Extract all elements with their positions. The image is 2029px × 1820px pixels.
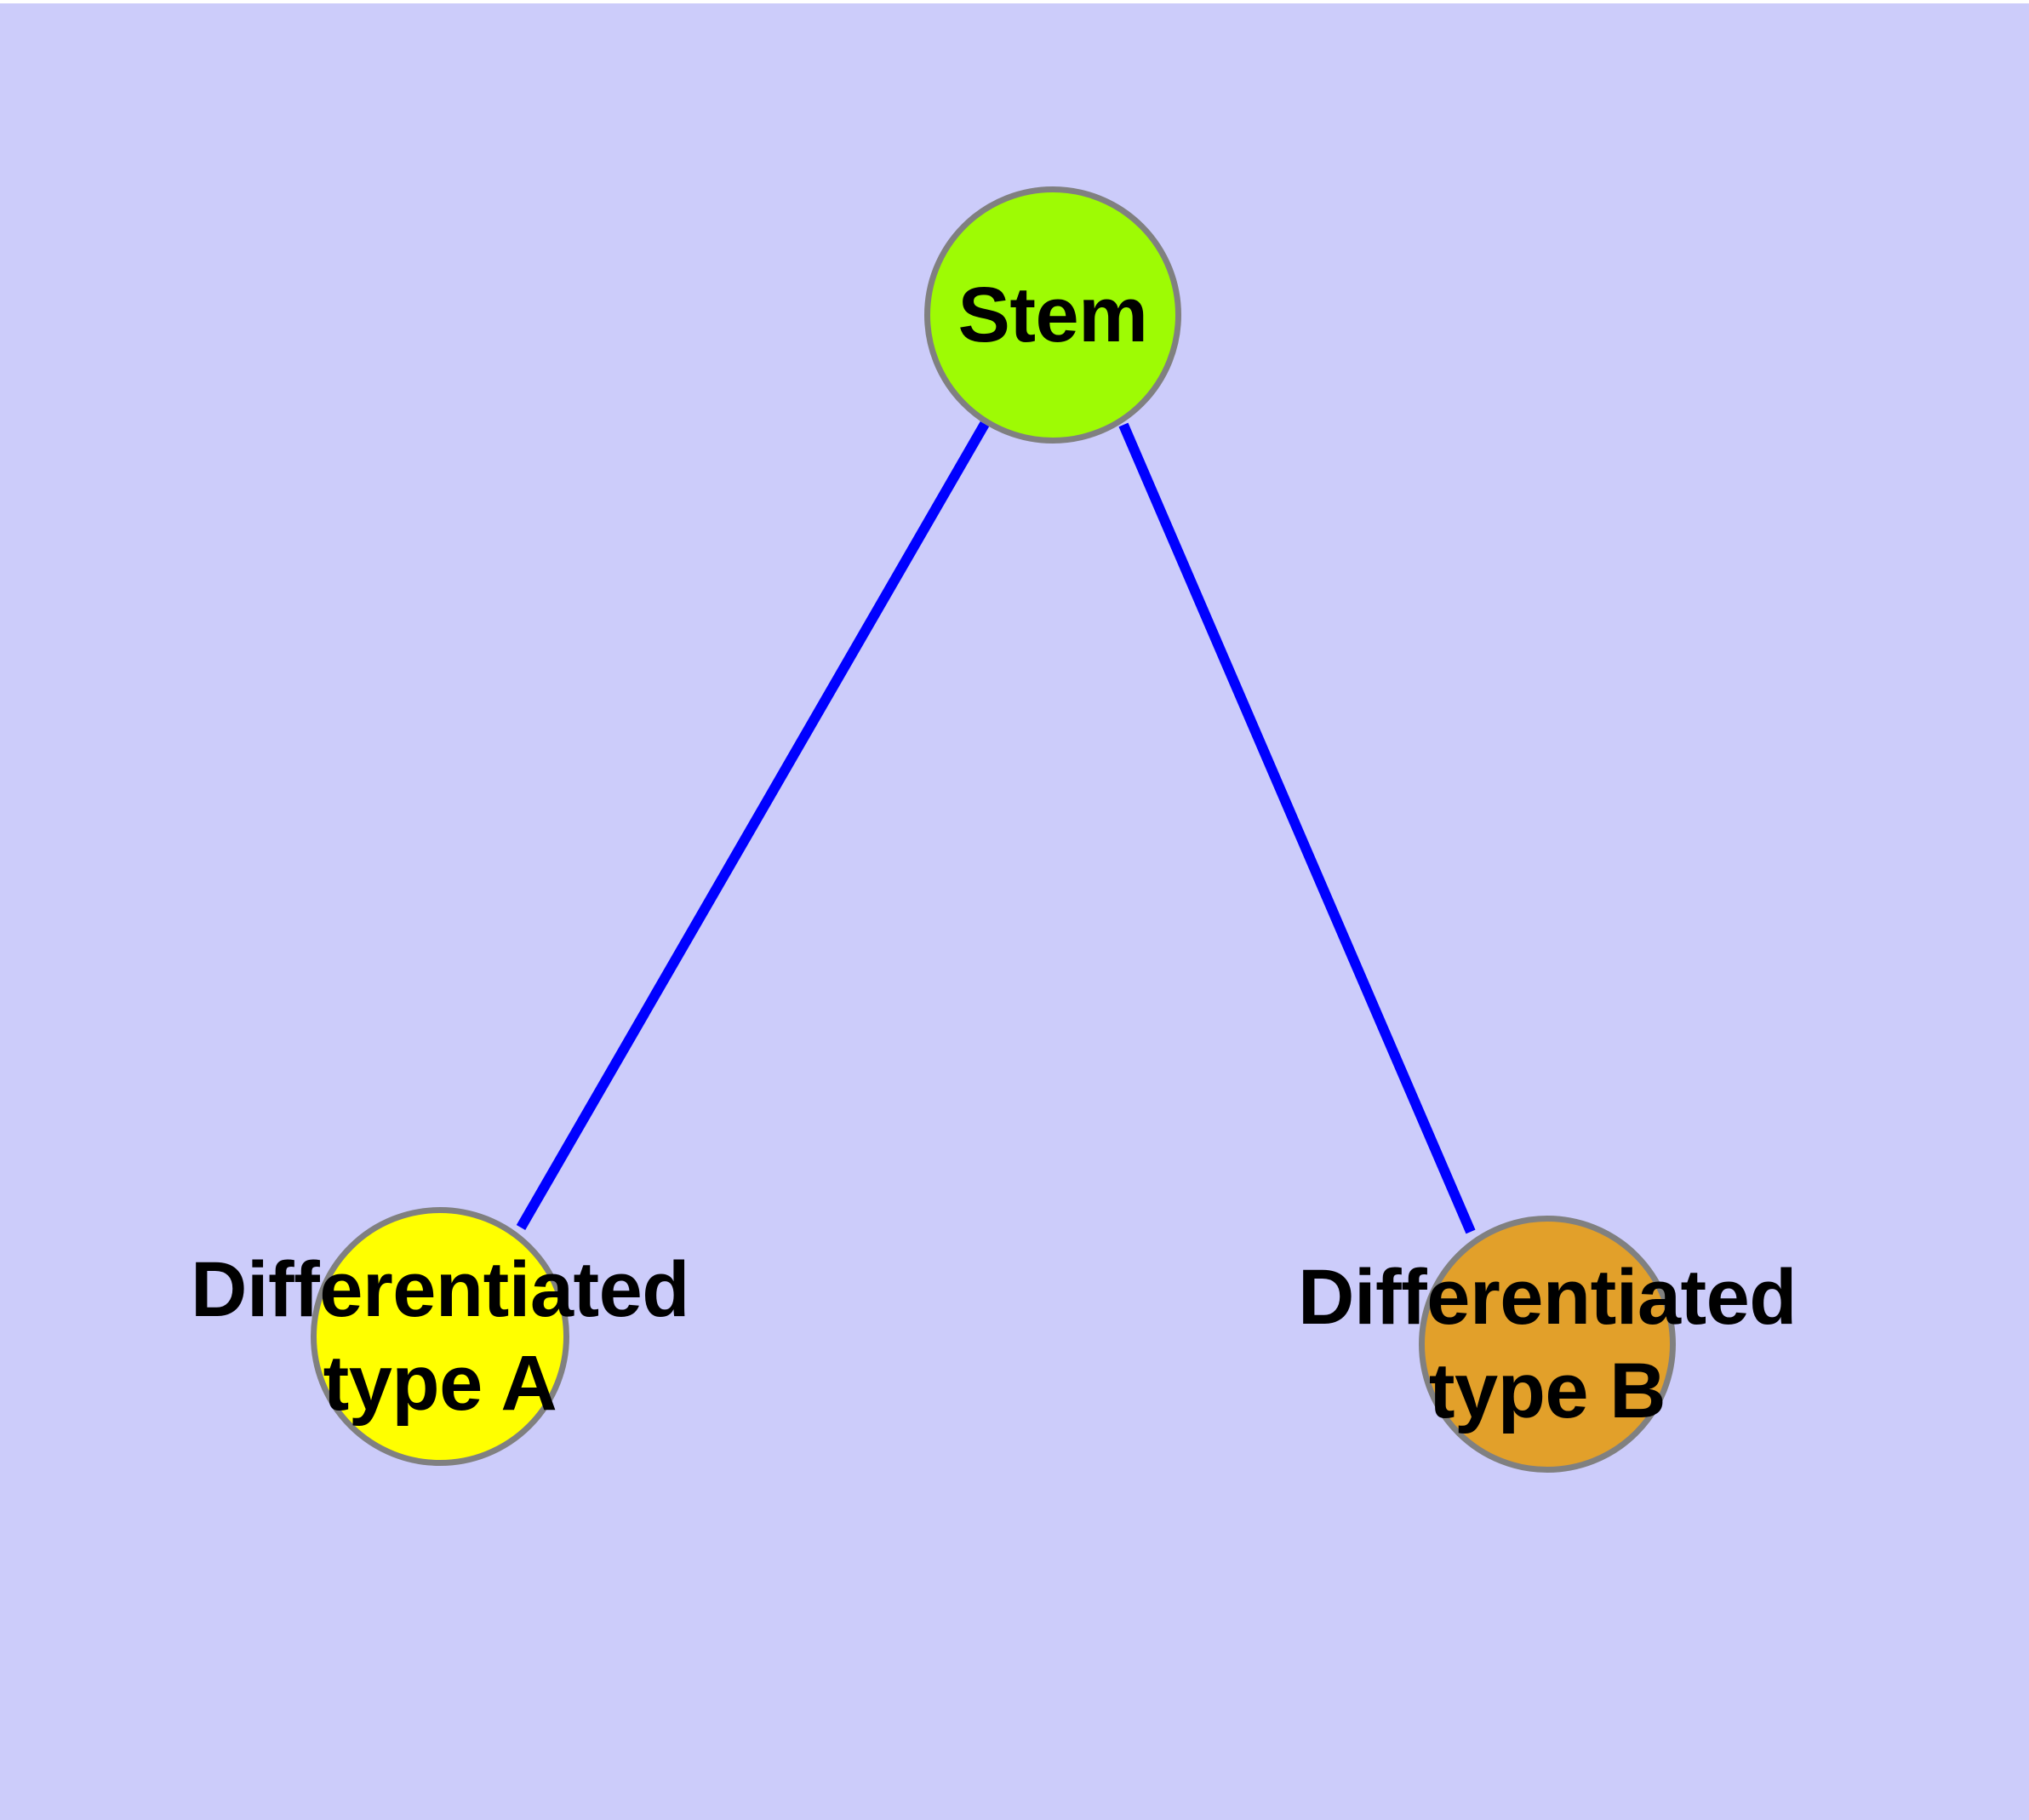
node-stem[interactable] xyxy=(924,186,1181,444)
edge-layer xyxy=(516,421,1476,1234)
edge-stem-to-diff-a[interactable] xyxy=(516,421,990,1230)
node-differentiated-type-b[interactable] xyxy=(1419,1216,1676,1473)
edge-stem-to-diff-b[interactable] xyxy=(1118,422,1476,1234)
graph-surface: Stem Differentiated type A Differentiate… xyxy=(0,3,2029,1820)
node-differentiated-type-a[interactable] xyxy=(311,1207,569,1466)
node-layer: Stem Differentiated type A Differentiate… xyxy=(0,3,2029,1820)
